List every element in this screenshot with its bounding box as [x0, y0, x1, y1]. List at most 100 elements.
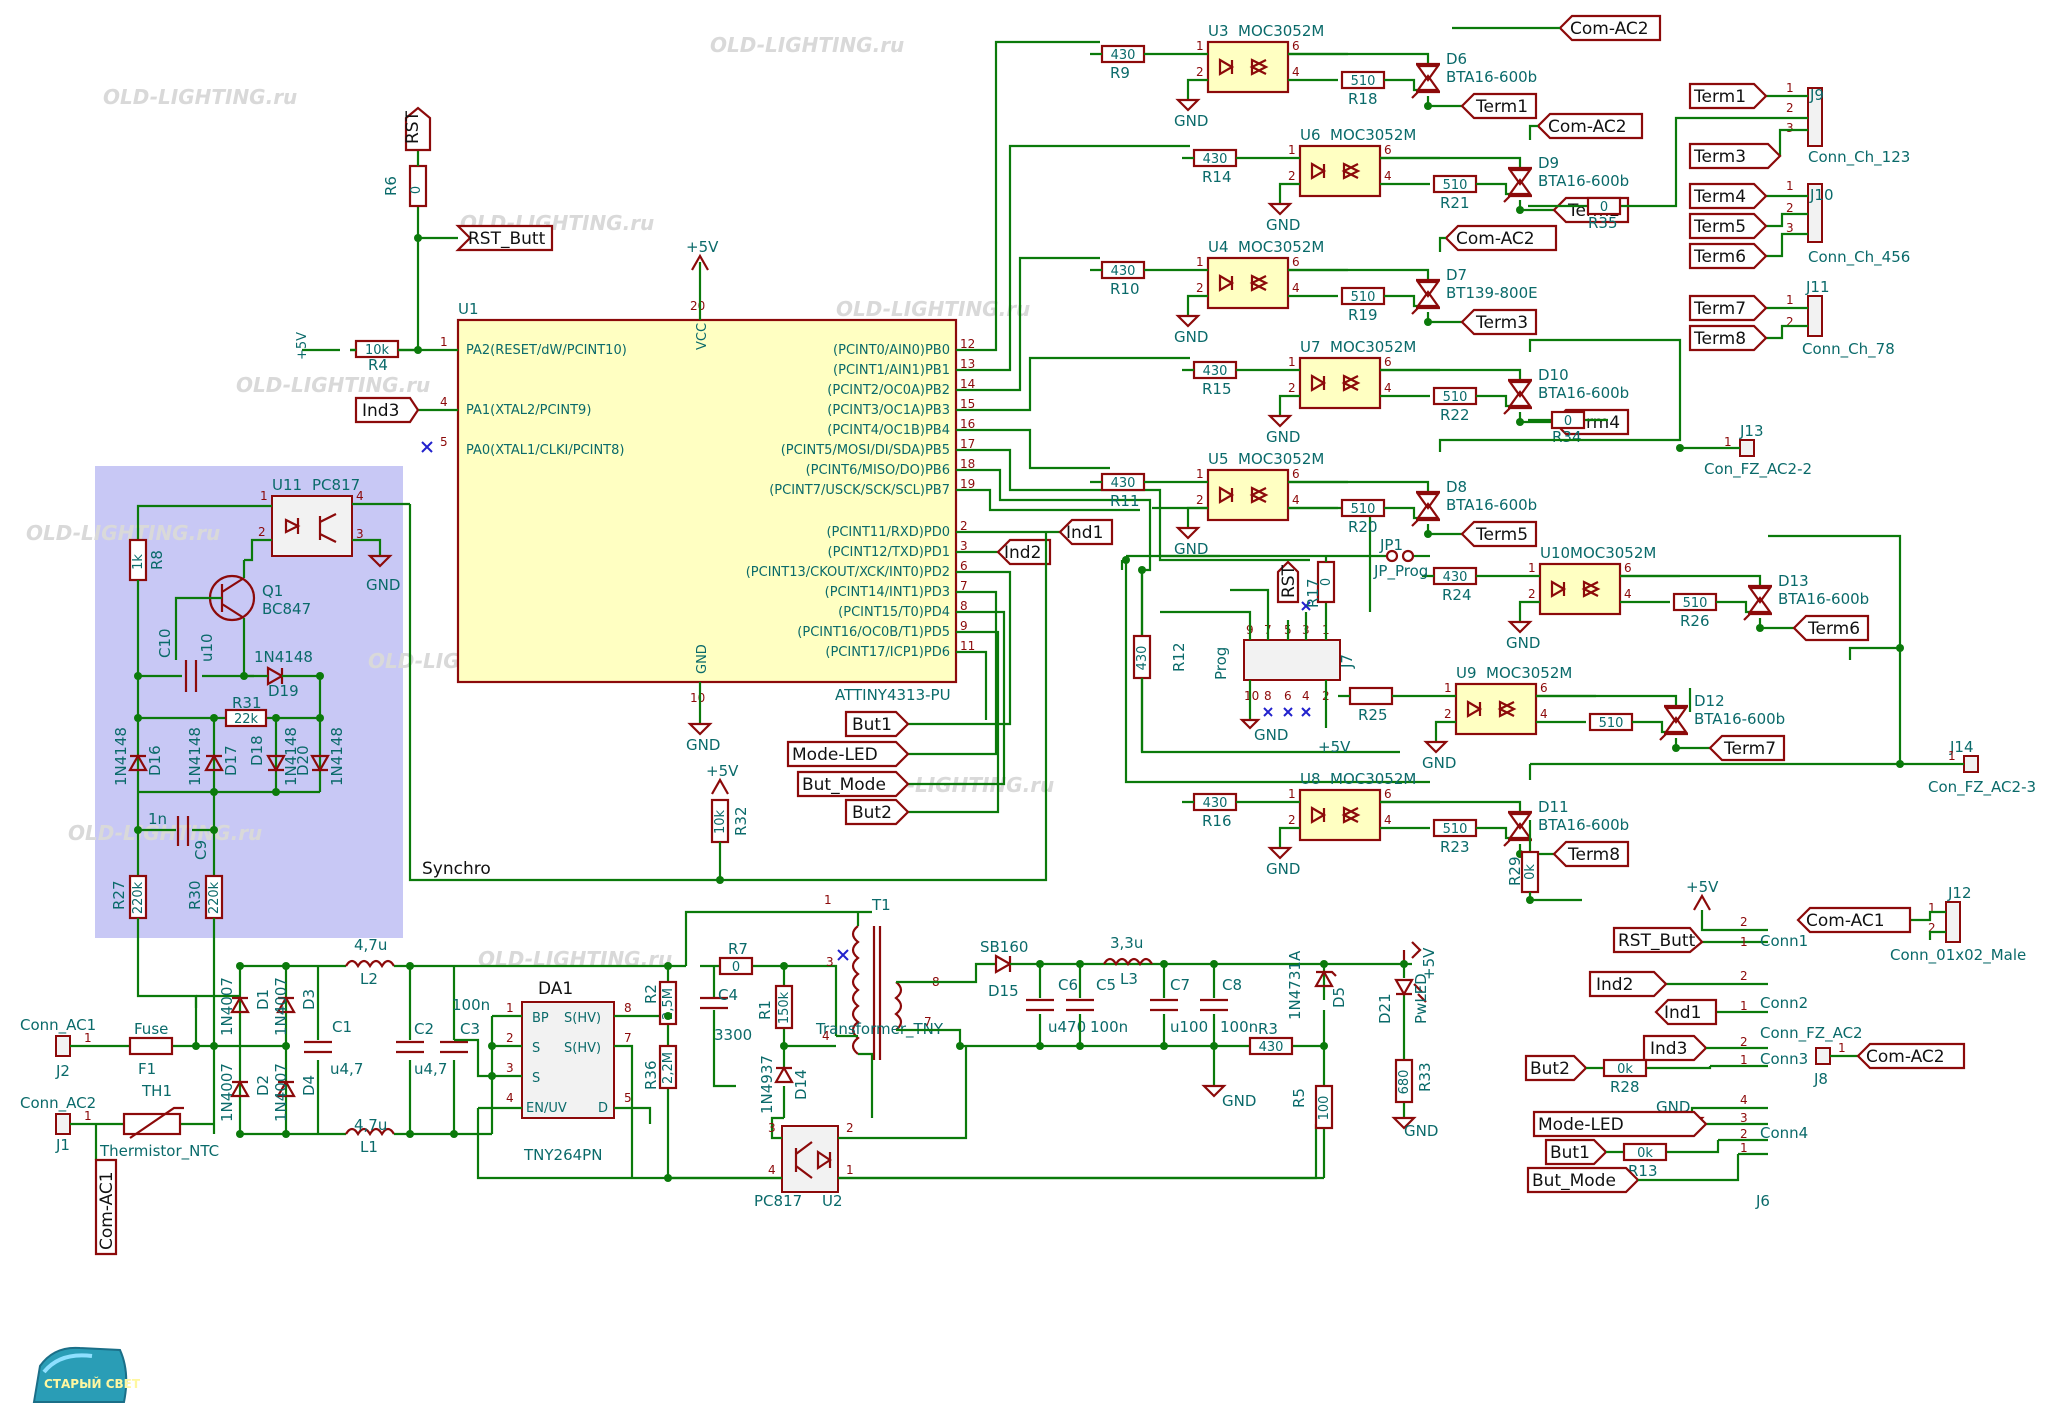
opto-triac	[1249, 58, 1269, 76]
svg-text:PC817: PC817	[754, 1192, 802, 1210]
da1-controller: DA1 TNY264PN BP S S EN/UV S(HV) S(HV) D …	[454, 979, 1318, 1180]
input-resistor-value: 430	[1203, 364, 1228, 379]
q1-transistor: Q1 BC847	[174, 560, 311, 660]
gnd-symbol	[1175, 98, 1201, 112]
opto-part: MOC3052M	[1486, 664, 1572, 682]
logo: СТАРЫЙ СВЕТ	[32, 1346, 141, 1403]
svg-text:1N4007: 1N4007	[218, 1063, 236, 1122]
term-label-text: Term6	[1807, 619, 1860, 639]
gate-resistor-ref: R20	[1348, 518, 1378, 536]
svg-text:Term6: Term6	[1693, 247, 1746, 267]
com-ac2-labels: Com-AC2 Com-AC2 Com-AC2	[1438, 14, 1662, 252]
mcu-pin-label: (PCINT2/OC0A)PB2	[827, 383, 950, 398]
svg-text:3: 3	[1786, 221, 1794, 235]
svg-text:R8: R8	[148, 550, 166, 570]
svg-text:SB160: SB160	[980, 938, 1028, 956]
j9-connector: J9 Conn_Ch_123 123	[1708, 81, 1910, 167]
gnd-symbol	[1267, 846, 1293, 860]
triac-ref: D12	[1694, 692, 1725, 710]
svg-text:J9: J9	[1809, 86, 1824, 104]
svg-text:Conn_FZ_AC2: Conn_FZ_AC2	[1760, 1024, 1863, 1043]
opto-led	[1310, 374, 1327, 392]
gate-resistor-value: 510	[1351, 74, 1376, 89]
mcu-pin-number: 14	[960, 377, 975, 391]
svg-text:1k: 1k	[131, 554, 146, 570]
term-net-label	[1552, 840, 1630, 868]
svg-text:But2: But2	[852, 803, 892, 823]
gnd-symbol	[1267, 414, 1293, 428]
mcu-pin-number: 2	[960, 519, 968, 533]
ac-input: Conn_AC1 J2 1 Fuse F1 Conn_AC2 J1 1 TH1 …	[20, 1016, 219, 1256]
svg-text:R1: R1	[756, 1000, 774, 1020]
rst-net-label: RST	[403, 106, 432, 152]
junction	[1516, 418, 1524, 426]
svg-text:1: 1	[440, 335, 448, 349]
input-resistor-value: 430	[1111, 476, 1136, 491]
svg-text:R28: R28	[1610, 1078, 1640, 1096]
triac-part: BTA16-600b	[1446, 496, 1537, 514]
gate-resistor-value: 510	[1683, 596, 1708, 611]
pin-number: 4	[1540, 707, 1548, 721]
gnd-label: GND	[1174, 540, 1208, 558]
svg-text:R36: R36	[642, 1060, 660, 1090]
gnd-symbol	[1423, 740, 1449, 754]
svg-text:RST_Butt: RST_Butt	[1618, 931, 1696, 951]
opto-ref: U6	[1300, 126, 1321, 144]
gate-resistor-ref: R18	[1348, 90, 1378, 108]
svg-text:8: 8	[624, 1001, 632, 1015]
optotriac-body	[1298, 144, 1382, 198]
svg-text:Com-AC1: Com-AC1	[97, 1171, 117, 1250]
svg-text:J1: J1	[55, 1136, 70, 1154]
opto-ref: U10	[1540, 544, 1570, 562]
svg-text:C5: C5	[1096, 976, 1116, 994]
triac-symbol	[1503, 810, 1533, 847]
opto-part: MOC3052M	[1238, 238, 1324, 256]
svg-text:1N4148: 1N4148	[186, 727, 204, 786]
svg-text:R6: R6	[382, 176, 400, 196]
triac-ref: D8	[1446, 478, 1467, 496]
mcu-u1: U1 ATTINY4313-PU PA2(RESET/dW/PCINT10) P…	[456, 262, 975, 724]
pin-number: 1	[1288, 355, 1296, 369]
svg-text:Term1: Term1	[1693, 87, 1746, 107]
r8-resistor: 1k R8	[128, 538, 166, 676]
svg-text:0: 0	[1564, 414, 1572, 429]
opto-part: MOC3052M	[1238, 450, 1324, 468]
triac-ref: D9	[1538, 154, 1559, 172]
opto-led	[1466, 700, 1483, 718]
svg-text:4: 4	[356, 489, 364, 503]
mcu-pin-label: (PCINT0/AIN0)PB0	[833, 343, 950, 358]
svg-text:R7: R7	[728, 940, 748, 958]
pin-number: 4	[1292, 493, 1300, 507]
triac-channel: U6MOC3052MGND430R14510R21D9BTA16-600bTer…	[1182, 126, 1629, 234]
svg-text:D2: D2	[254, 1075, 272, 1096]
svg-text:2: 2	[1786, 315, 1794, 329]
svg-text:J7: J7	[1338, 654, 1356, 669]
d19-diode: 1N4148 D19	[134, 636, 324, 700]
mode-led-net-label: Mode-LED	[786, 740, 910, 768]
svg-text:2: 2	[1740, 1035, 1748, 1049]
j11-connector: J11 Conn_Ch_78 12	[1766, 278, 1895, 359]
svg-text:U1: U1	[458, 300, 479, 318]
svg-text:JP1: JP1	[1379, 536, 1403, 554]
conn4-group: GND 43 21 Conn4 J6 Mode-LED But1 0k R13 …	[1526, 1093, 1808, 1210]
svg-text:Com-AC2: Com-AC2	[1456, 229, 1535, 249]
triac-symbol	[1743, 584, 1773, 621]
opto-leads	[1168, 52, 1348, 100]
svg-text:S: S	[532, 1041, 540, 1056]
svg-text:Prog: Prog	[1212, 647, 1230, 680]
svg-text:But1: But1	[1550, 1143, 1590, 1163]
gate-resistor-ref: R26	[1680, 612, 1710, 630]
optotriac-body	[1298, 788, 1382, 842]
svg-text:2: 2	[258, 525, 266, 539]
triac-ref: D11	[1538, 798, 1569, 816]
svg-text:2: 2	[506, 1031, 514, 1045]
optotriac-body	[1538, 562, 1622, 616]
svg-text:S: S	[532, 1071, 540, 1086]
svg-text:3: 3	[1740, 1111, 1748, 1125]
svg-text:10: 10	[1244, 689, 1259, 703]
svg-text:100n: 100n	[452, 996, 490, 1014]
svg-text:1N4148: 1N4148	[112, 727, 130, 786]
